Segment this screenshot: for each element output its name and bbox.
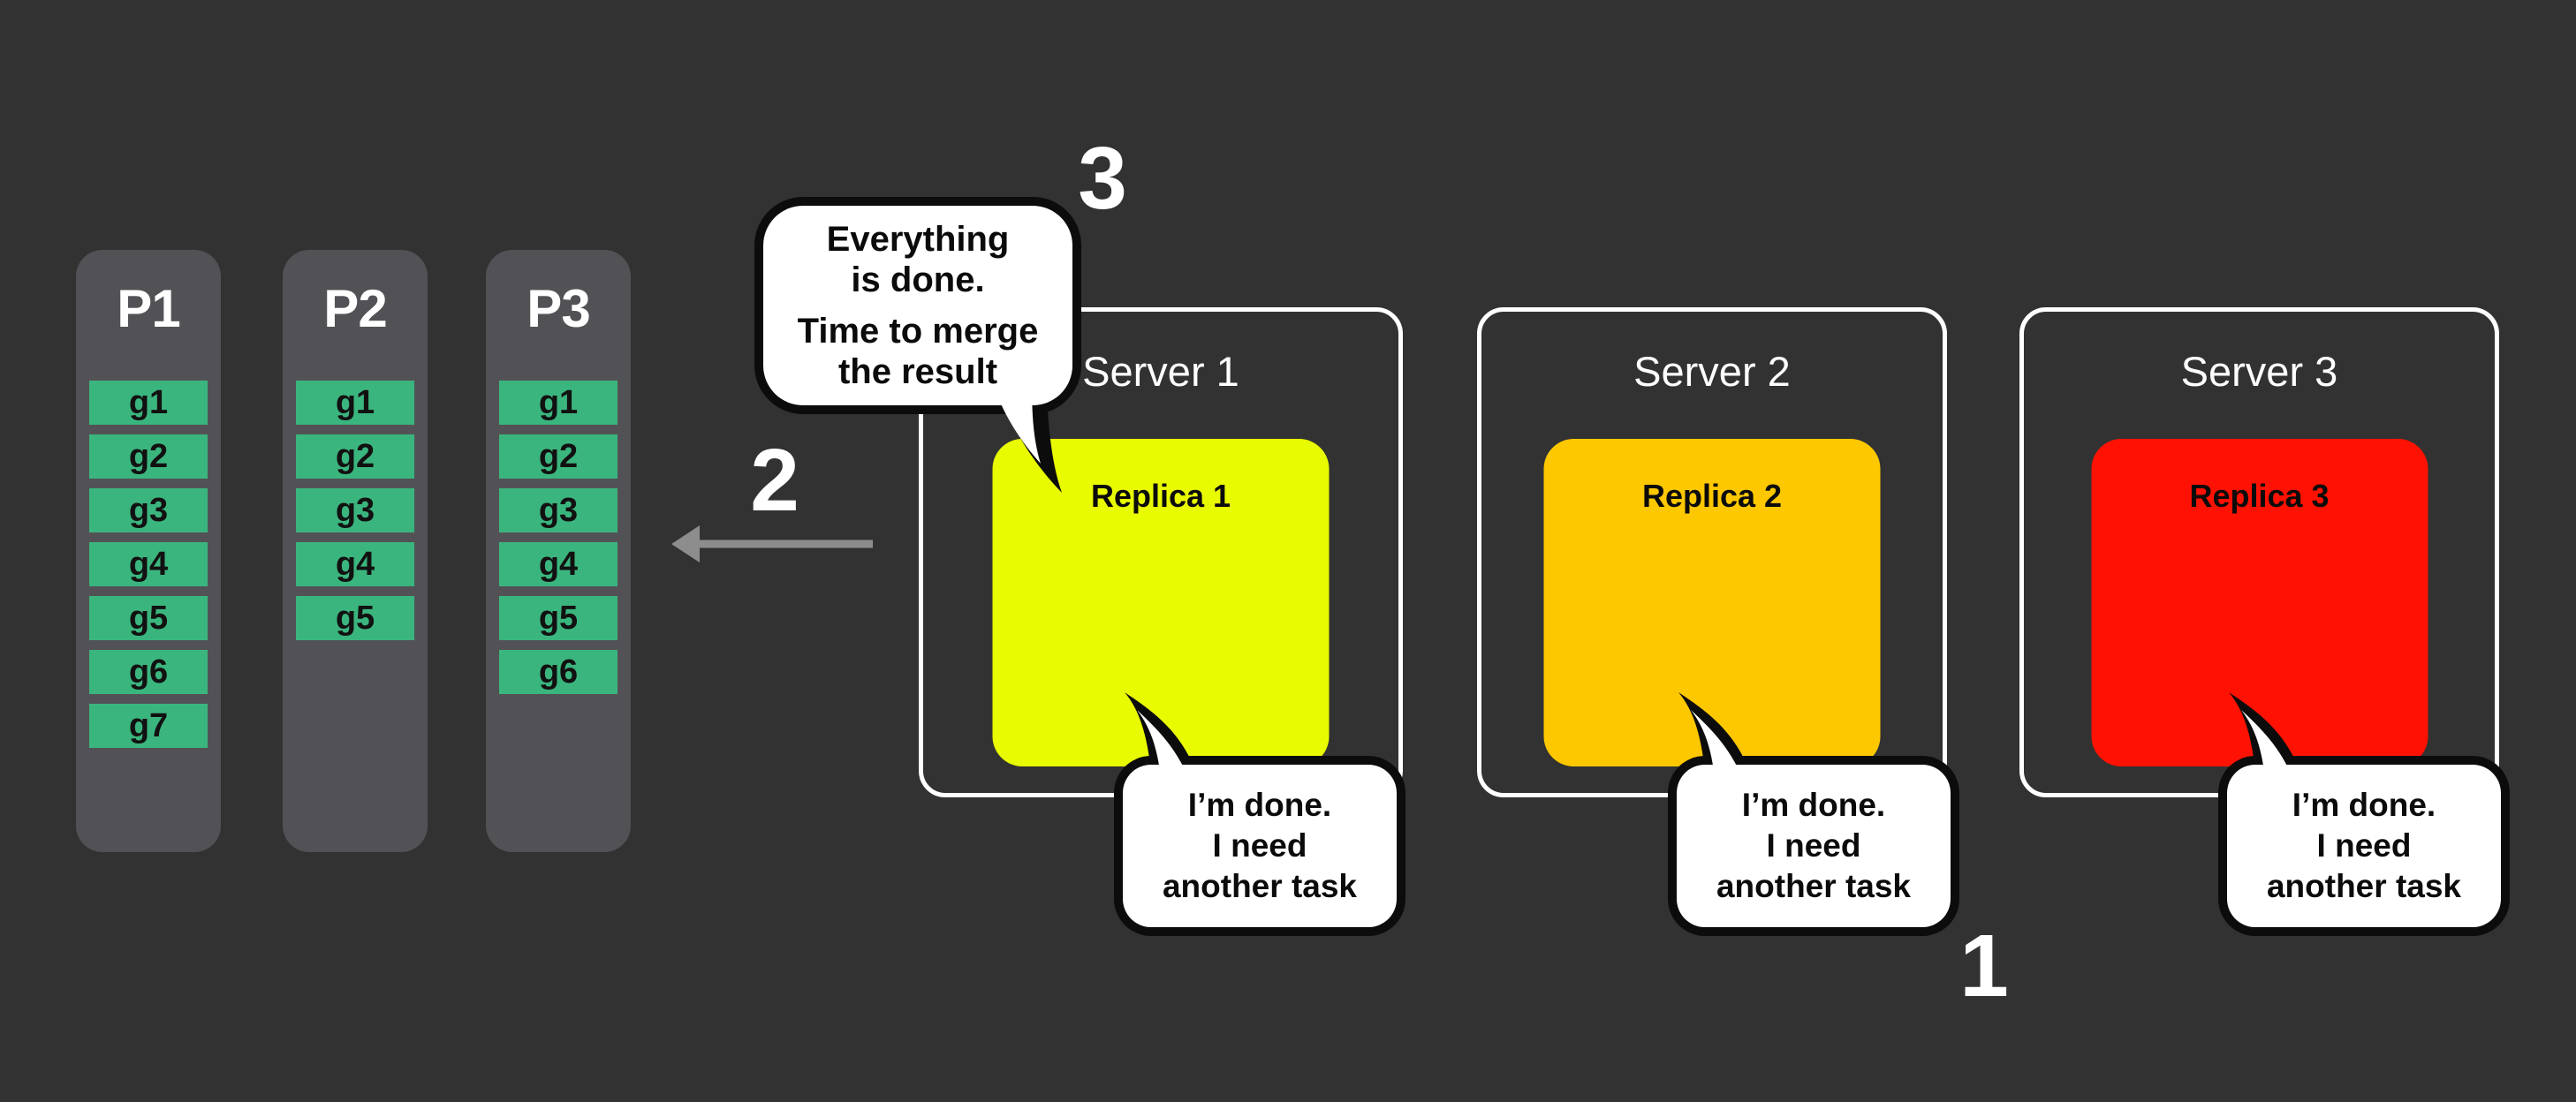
task-chip: g6 [499, 650, 617, 694]
done-bubble-line: I need [1212, 827, 1307, 864]
task-chip: g5 [499, 596, 617, 640]
server-2-title: Server 2 [1633, 348, 1791, 395]
done-speech-bubble-3: I’m done. I need another task [2218, 685, 2527, 941]
server-1-box: Server 1 Replica 1 [919, 307, 1403, 797]
task-chip: g6 [89, 650, 208, 694]
done-bubble-line: another task [1716, 868, 1911, 904]
speech-bubble-shape [1114, 692, 1405, 936]
done-bubble-line: I need [1766, 827, 1861, 864]
partition-p1-tasks: g1 g2 g3 g4 g5 g6 g7 [89, 381, 208, 758]
merge-bubble-line: Everything [826, 220, 1010, 259]
done-bubble-line: I need [2316, 827, 2412, 864]
merge-speech-bubble: Everything is done. Time to merge the re… [754, 197, 1090, 502]
task-chip: g2 [296, 434, 414, 479]
merge-bubble-text: Everything is done. Time to merge the re… [754, 197, 1081, 414]
done-bubble-line: I’m done. [1187, 787, 1332, 823]
replica-1-title: Replica 1 [1090, 478, 1231, 514]
task-chip: g2 [89, 434, 208, 479]
task-chip: g1 [499, 381, 617, 425]
task-chip: g4 [296, 542, 414, 586]
task-chip: g5 [89, 596, 208, 640]
server-1-title: Server 1 [1082, 348, 1239, 395]
task-chip: g1 [89, 381, 208, 425]
replica-3-title: Replica 3 [2189, 478, 2330, 514]
done-bubble-line: I’m done. [1741, 787, 1886, 823]
task-chip: g7 [89, 704, 208, 748]
partition-p1-title: P1 [117, 279, 180, 338]
server-3-title: Server 3 [2180, 348, 2338, 395]
task-chip: g1 [296, 381, 414, 425]
partition-p3-tasks: g1 g2 g3 g4 g5 g6 [499, 381, 617, 704]
done-bubble-line: another task [1162, 868, 1357, 904]
merge-bubble-line: Time to merge [797, 312, 1039, 351]
done-speech-bubble-1: I’m done. I need another task [1114, 685, 1423, 941]
left-arrow-icon [671, 525, 873, 562]
partition-p2-title: P2 [323, 279, 387, 338]
done-bubble-text: I’m done. I need another task [2218, 756, 2510, 936]
merge-bubble-line: the result [837, 352, 998, 391]
task-chip: g4 [89, 542, 208, 586]
done-bubble-text: I’m done. I need another task [1114, 756, 1405, 936]
partition-p3-title: P3 [527, 279, 590, 338]
step-label-2: 2 [750, 431, 799, 530]
partition-p2-tasks: g1 g2 g3 g4 g5 [296, 381, 414, 650]
partition-p3: P3 g1 g2 g3 g4 g5 g6 [486, 250, 631, 852]
task-chip: g2 [499, 434, 617, 479]
speech-bubble-shape [754, 197, 1081, 493]
done-bubble-line: another task [2266, 868, 2461, 904]
merge-bubble-line: is done. [851, 260, 985, 299]
speech-bubble-shape [2218, 692, 2510, 936]
task-chip: g3 [296, 488, 414, 532]
partition-p1: P1 g1 g2 g3 g4 g5 g6 g7 [76, 250, 221, 852]
replica-2-title: Replica 2 [1641, 478, 1783, 514]
replica-3-box: Replica 3 [2091, 439, 2428, 766]
task-chip: g4 [499, 542, 617, 586]
replica-2-box: Replica 2 [1543, 439, 1881, 766]
task-chip: g3 [499, 488, 617, 532]
step-label-1: 1 [1959, 917, 2009, 1015]
task-chip: g5 [296, 596, 414, 640]
replica-1-box: Replica 1 [992, 439, 1330, 766]
step-label-3: 3 [1078, 129, 1127, 228]
task-chip: g3 [89, 488, 208, 532]
merge-arrow [670, 523, 875, 570]
done-bubble-line: I’m done. [2292, 787, 2436, 823]
server-3-box: Server 3 Replica 3 [2019, 307, 2499, 797]
speech-bubble-shape [1668, 692, 1959, 936]
partition-p2: P2 g1 g2 g3 g4 g5 [283, 250, 428, 852]
done-bubble-text: I’m done. I need another task [1668, 756, 1959, 936]
done-speech-bubble-2: I’m done. I need another task [1668, 685, 1977, 941]
